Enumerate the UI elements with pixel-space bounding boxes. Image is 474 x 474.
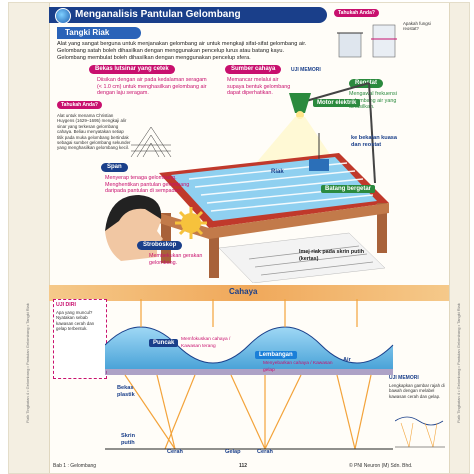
uji-memori-badge-1: UJI MEMORI [291,67,321,73]
section-label: Tangki Riak [57,27,141,39]
reostat-text: Mengawal frekuensi gelombang air yang di… [349,91,397,111]
ripple-tank-illustration [159,82,389,283]
globe-icon [55,8,71,24]
lembangan-text: Menyebarkan cahaya / Kawasan gelap [263,361,333,373]
bekas-label: Bekas lutsinar yang cetek [89,65,175,74]
tahukah-badge-top: Tahukah Anda? [334,9,379,17]
skrin-label: Skrin putih [121,433,135,446]
bekas-plastik-label: Bekas plastik [117,385,135,398]
right-side-text: Fizik Tingkatan 4 • Gelombang • Pantulan… [456,303,461,423]
huygens-diagram [130,126,172,158]
imej-label: Imej riak pada skrin putih (kertas) [299,249,365,262]
sumber-text: Memancar melalui air supaya bentuk gelom… [227,77,291,97]
observer-stroboscope-illustration [105,195,207,261]
uji-memori-badge-2: UJI MEMORI [389,375,419,381]
uji-diri-box: UJI DIRI Apa yang muncul? Nyatakan sebab… [53,299,107,379]
side-text: Fizik Tingkatan 4 • Gelombang • Pantulan… [25,303,30,423]
puncak-text: Memfokuskan cahaya / Kawasan terang [181,337,231,349]
footer: Bab 1 : Gelombang 112 © PNI Neuron (M) S… [49,461,449,473]
batang-label: Batang bergetar [321,185,376,193]
tahukah-badge-left: Tahukah Anda? [57,101,102,109]
stroboskop-label: Stroboskop [137,241,183,250]
intro-p3: Gelombang membulat boleh dihasilkan deng… [57,55,251,62]
bekas-text: Diisikan dengan air pada kedalaman serag… [97,77,207,97]
cahaya-label: Cahaya [229,287,258,296]
cahaya-band [49,285,449,301]
puncak-label: Puncak [149,339,179,347]
span-label: Span [101,163,128,172]
right-strip: Fizik Tingkatan 4 • Gelombang • Pantulan… [449,3,469,473]
gelap-label: Gelap [225,449,241,455]
intro-text: Alat yang sangat berguna untuk menjanaka… [57,41,347,63]
wave-light-diagram [105,299,394,450]
uji-diri-text: Apa yang muncul? Nyatakan sebab kawasan … [56,310,95,332]
page-title: Menganalisis Pantulan Gelombang [49,7,327,23]
bekalan-label: ke bekalan kuasa dan reostat [351,135,398,148]
uji-memori-2-text: Lengkapkan gambar rajah di bawah dengan … [389,383,445,399]
uji-diri-label: UJI DIRI [56,302,76,308]
footer-copyright: © PNI Neuron (M) Sdn. Bhd. [349,463,413,469]
page-number: 112 [239,463,248,469]
page: Fizik Tingkatan 4 • Gelombang • Pantulan… [8,2,470,474]
memori-ray-diagram [395,416,445,448]
reostat-diagram [337,24,397,58]
cerah-2-label: Cerah [257,449,273,455]
intro-p1: Alat yang sangat berguna untuk menjanaka… [57,41,307,47]
riak-label: Riak [271,169,284,175]
side-strip: Fizik Tingkatan 4 • Gelombang • Pantulan… [9,3,50,473]
tahukah-top-note: Apakah fungsi reostat? [403,21,431,32]
lembangan-label: Lembangan [255,351,297,359]
intro-p2: Gelombang satah boleh dihasilkan dengan … [57,48,285,55]
sumber-label: Sumber cahaya [225,65,282,74]
stroboskop-text: Membekukan gerakan gelombang. [149,253,203,266]
tahukah-left-text: Alat untuk menama Christian Huygens (162… [57,113,131,151]
footer-chapter: Bab 1 : Gelombang [53,463,97,469]
span-text: Menyerap tenaga gelombang. Menghentikan … [105,175,190,195]
air-label: Air [343,357,351,363]
cerah-1-label: Cerah [167,449,183,455]
motor-label: Motor elektrik [313,99,361,107]
